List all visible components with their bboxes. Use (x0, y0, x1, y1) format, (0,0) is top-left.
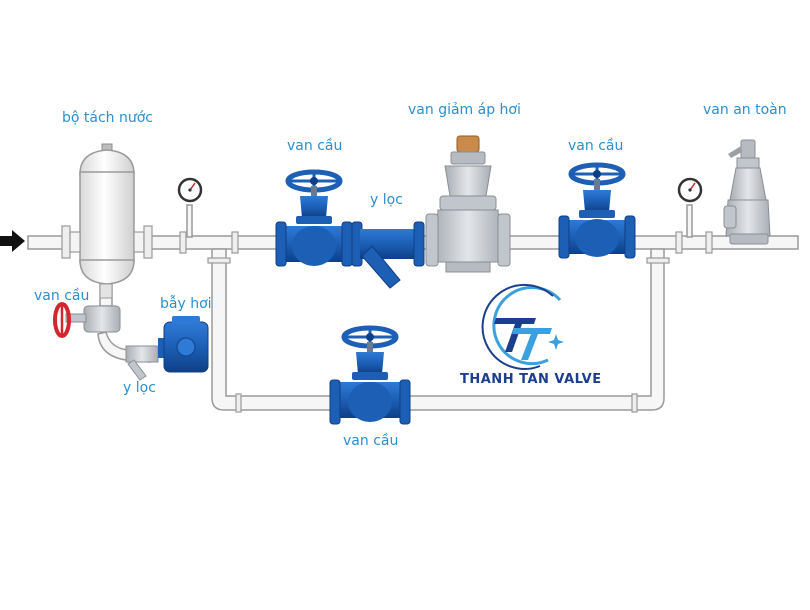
pressure-gauge-left (177, 177, 203, 203)
globe-valve-bypass (329, 325, 411, 425)
label-y-strainer-main: y lọc (370, 192, 403, 208)
globe-valve-left (275, 169, 353, 267)
y-strainer-main (351, 221, 425, 289)
label-safety-valve: van an toàn (703, 102, 787, 118)
thanh-tan-logo (481, 283, 564, 370)
pipe-couplings (179, 231, 713, 413)
safety-valve (723, 139, 771, 245)
label-pressure-reducing-valve: van giảm áp hơi (408, 102, 521, 118)
label-globe-valve-left: van cầu (287, 138, 343, 154)
globe-valve-drain (53, 302, 121, 338)
label-globe-valve-bypass: van cầu (343, 433, 399, 449)
gauge-stub-right (686, 204, 693, 238)
label-water-separator: bộ tách nước (62, 110, 153, 126)
label-steam-trap: bẫy hơi (160, 296, 212, 312)
bypass-pipe (211, 248, 665, 411)
brand-name: THANH TAN VALVE (460, 372, 602, 387)
label-globe-valve-right: van cầu (568, 138, 624, 154)
label-y-strainer-drain: y lọc (123, 380, 156, 396)
label-globe-valve-drain: van cầu (34, 288, 90, 304)
pressure-gauge-right (677, 177, 703, 203)
gauge-stub-left (186, 204, 193, 238)
water-separator (61, 143, 153, 299)
globe-valve-right (558, 162, 636, 259)
steam-trap (158, 316, 209, 373)
y-strainer-drain (125, 345, 159, 381)
inlet-arrow-icon (0, 230, 25, 252)
pressure-reducing-valve (425, 135, 511, 273)
